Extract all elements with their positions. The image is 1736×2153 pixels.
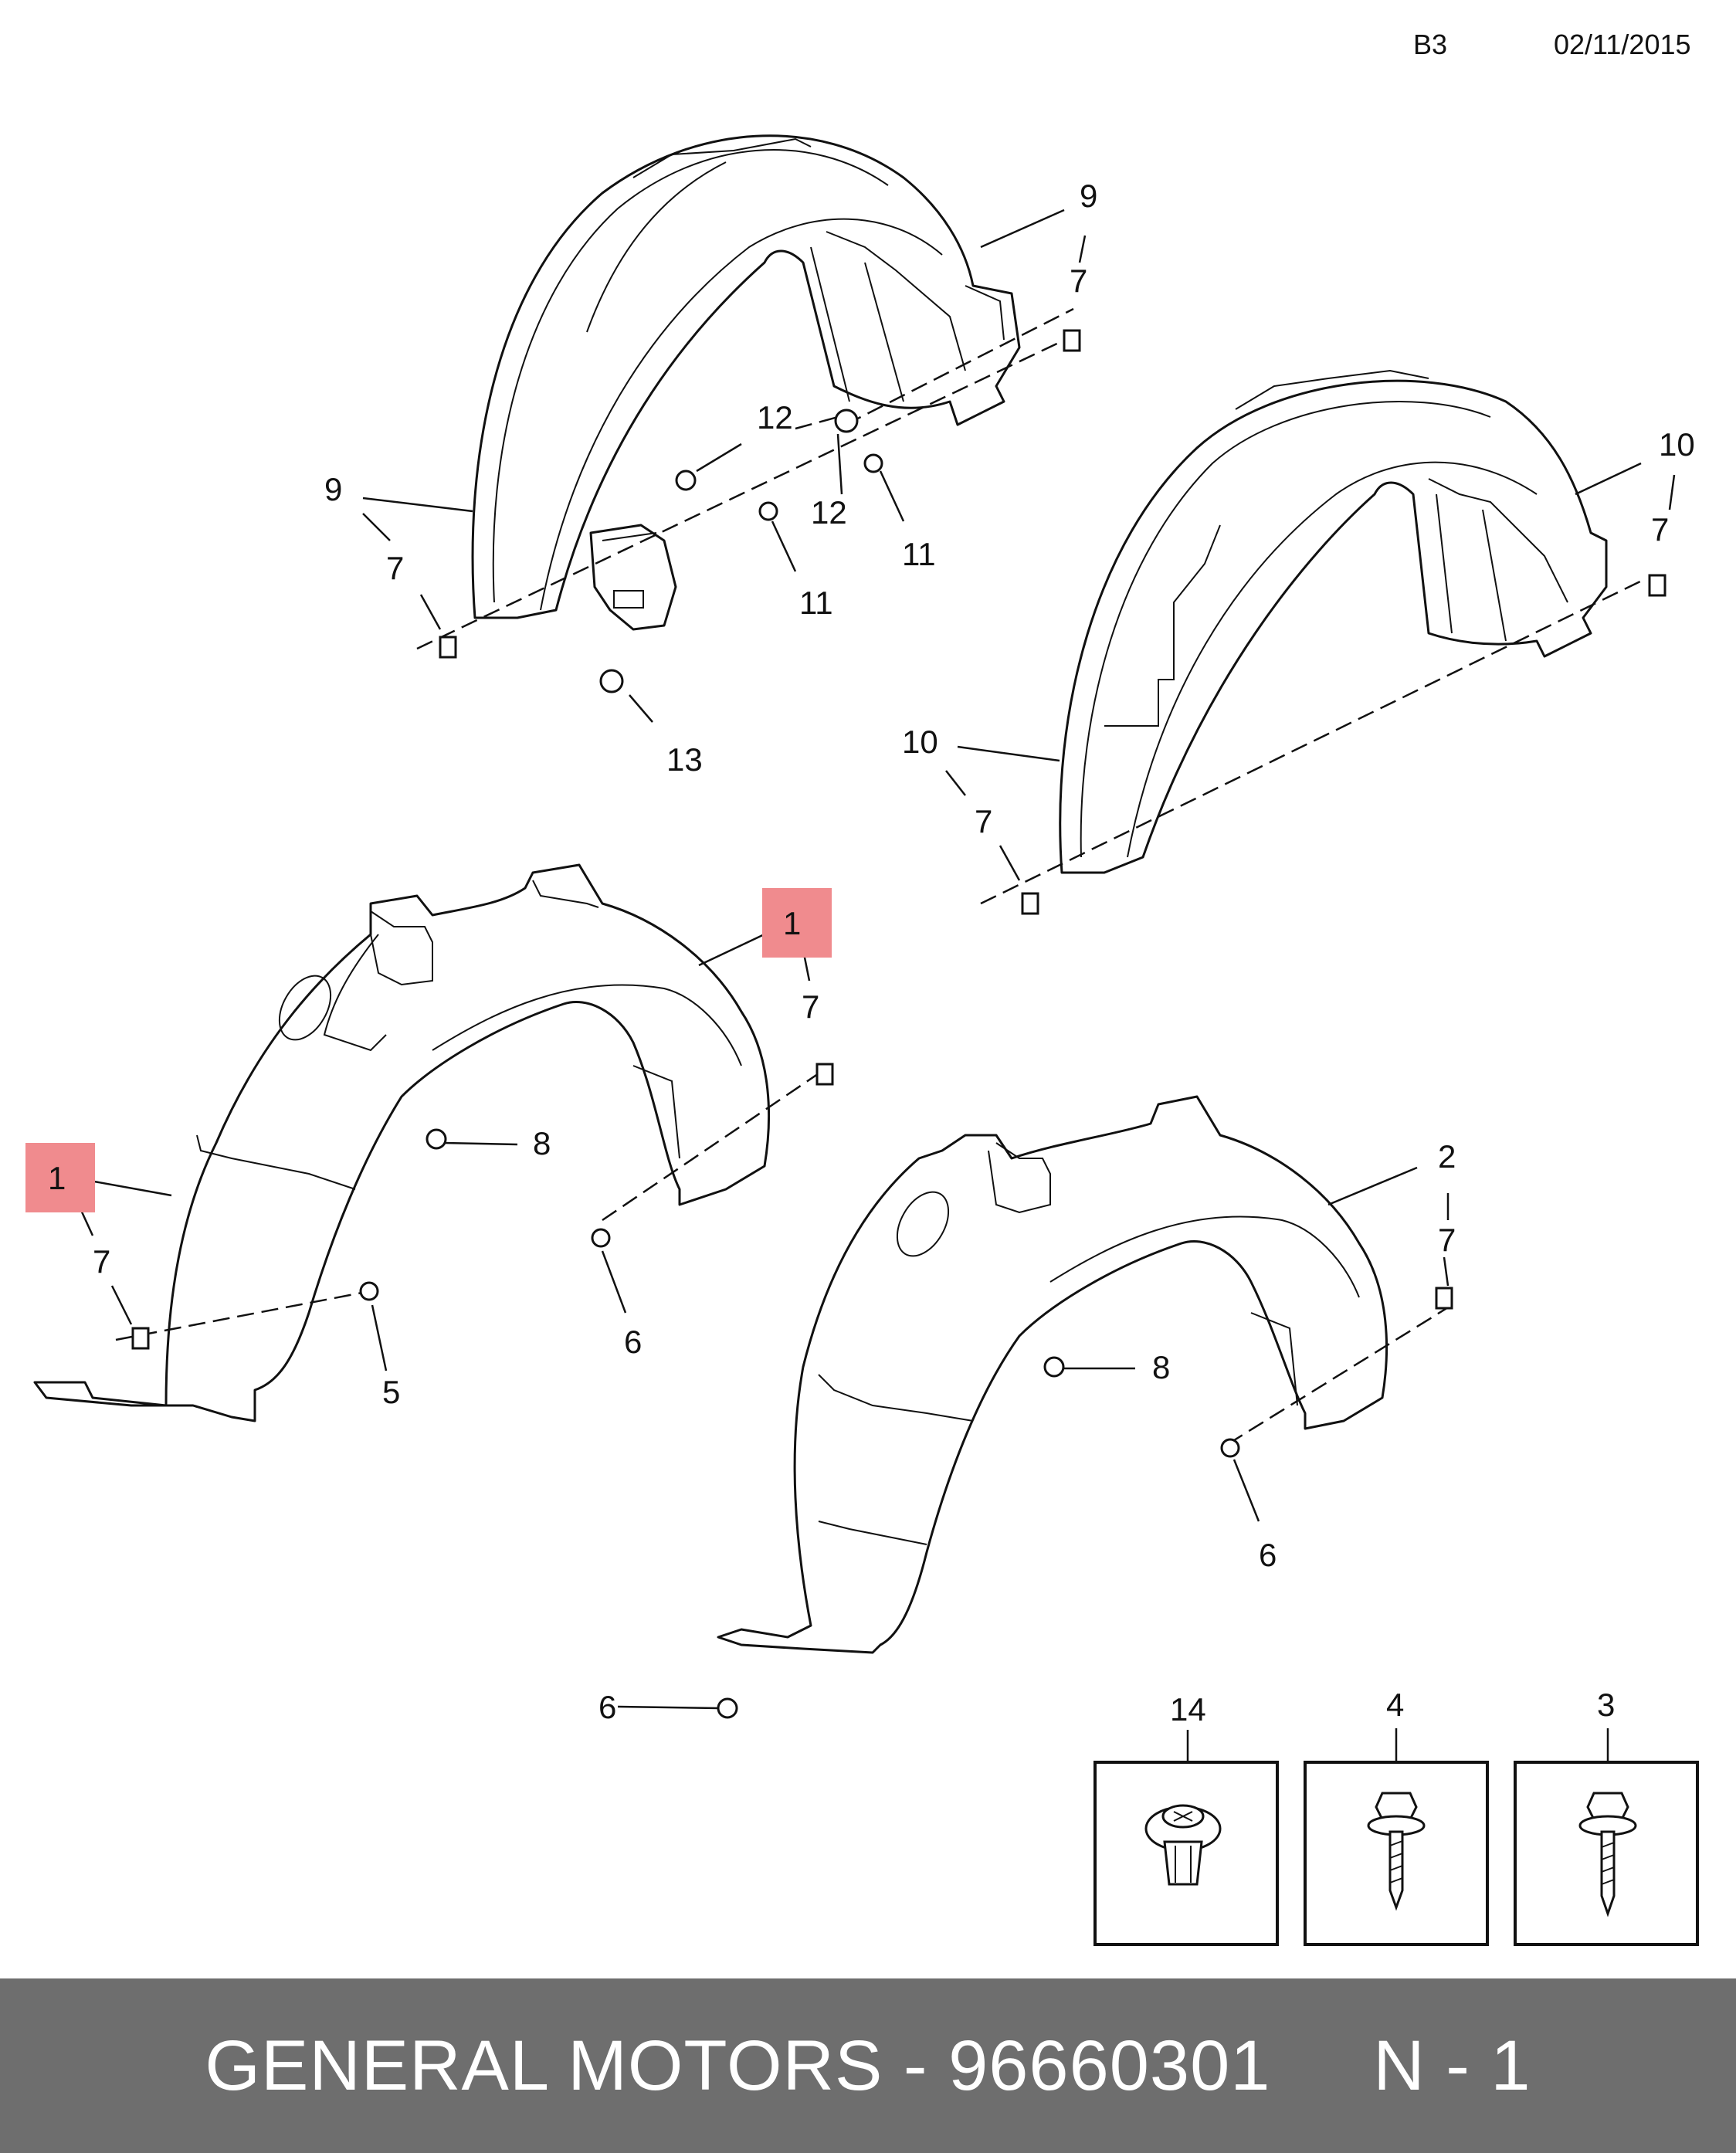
callout-clip: 7 bbox=[975, 803, 992, 839]
footer-bar: GENERAL MOTORS - 96660301 N - 1 bbox=[0, 1978, 1736, 2153]
page-date: 02/11/2015 bbox=[1554, 29, 1691, 60]
callout-clip: 7 bbox=[802, 988, 819, 1025]
front-right-wheel-liner bbox=[717, 1095, 1388, 1654]
hex-bolt-washer-icon bbox=[1578, 1792, 1637, 1917]
fastener-number: 3 bbox=[1597, 1687, 1615, 1723]
rivet-icon bbox=[599, 669, 624, 693]
callout-nut: 12 bbox=[757, 399, 793, 436]
callout-clip: 7 bbox=[93, 1243, 110, 1280]
callout-clip: 7 bbox=[1438, 1222, 1456, 1258]
callout-front-right-liner: 2 bbox=[1438, 1138, 1456, 1175]
callout-rear-left-liner-top: 9 bbox=[1080, 178, 1097, 214]
bolt-icon bbox=[1220, 1438, 1240, 1458]
callout-bolt: 6 bbox=[1259, 1537, 1277, 1573]
callout-screw: 11 bbox=[799, 585, 833, 621]
clip-icon bbox=[1648, 574, 1666, 597]
callout-rivet: 8 bbox=[533, 1125, 551, 1161]
clip-icon bbox=[439, 636, 457, 659]
axis-line bbox=[980, 578, 1646, 905]
axis-line bbox=[845, 307, 1074, 426]
callout-front-left-liner-top: 1 bbox=[783, 905, 801, 941]
rivet-icon bbox=[426, 1128, 447, 1150]
nut-icon bbox=[834, 409, 859, 433]
callout-front-left-liner: 1 bbox=[48, 1160, 66, 1196]
callout-bolt: 6 bbox=[598, 1689, 616, 1725]
bolt-icon bbox=[359, 1281, 379, 1301]
callout-labels: 9 7 9 7 12 12 11 11 13 10 7 10 7 1 7 1 7… bbox=[48, 178, 1695, 1725]
leader-lines bbox=[79, 209, 1676, 1710]
bolt-icon bbox=[717, 1697, 738, 1719]
callout-clip: 7 bbox=[1651, 511, 1669, 548]
clip-icon bbox=[1063, 329, 1081, 352]
callout-clip: 7 bbox=[1070, 263, 1087, 299]
axis-line bbox=[115, 1288, 379, 1341]
nut-icon bbox=[675, 470, 697, 491]
rear-left-wheel-liner bbox=[471, 134, 1021, 619]
rivet-icon bbox=[1043, 1356, 1065, 1378]
callout-rivet: 8 bbox=[1152, 1349, 1170, 1385]
callout-rear-right-liner-top: 10 bbox=[1659, 426, 1695, 463]
callout-rear-left-liner: 9 bbox=[324, 471, 342, 507]
rear-right-wheel-liner bbox=[1059, 369, 1608, 874]
clip-icon bbox=[1021, 892, 1039, 915]
fastener-number: 14 bbox=[1170, 1691, 1206, 1727]
screw-icon bbox=[863, 453, 883, 473]
clip-icon bbox=[1435, 1287, 1453, 1310]
parts-diagram: B3 02/11/2015 bbox=[25, 29, 1699, 1946]
callout-bolt: 5 bbox=[382, 1374, 400, 1410]
fastener-box-4: 4 bbox=[1304, 1687, 1489, 1946]
clip-icon bbox=[815, 1063, 834, 1086]
callout-rear-right-liner: 10 bbox=[902, 724, 938, 760]
front-left-wheel-liner bbox=[33, 863, 771, 1422]
axis-line bbox=[416, 331, 1082, 650]
footer-text: GENERAL MOTORS - 96660301 N - 1 bbox=[205, 2026, 1531, 2105]
push-rivet-icon bbox=[1144, 1804, 1222, 1886]
fastener-number: 4 bbox=[1386, 1687, 1404, 1723]
clip-icon bbox=[131, 1327, 150, 1350]
axis-line bbox=[795, 415, 839, 430]
highlight-box bbox=[25, 1143, 95, 1212]
hex-bolt-icon bbox=[1367, 1792, 1426, 1911]
screw-icon bbox=[758, 501, 778, 521]
callout-clip: 7 bbox=[386, 550, 404, 586]
axis-line bbox=[602, 1064, 831, 1222]
mud-flap bbox=[589, 524, 677, 631]
highlight-box bbox=[762, 888, 832, 958]
callout-screw: 11 bbox=[902, 536, 936, 572]
axis-line bbox=[1227, 1304, 1453, 1446]
page-code: B3 bbox=[1413, 29, 1447, 60]
callout-nut: 12 bbox=[811, 494, 847, 531]
callout-rivet-flap: 13 bbox=[666, 741, 703, 778]
fastener-box-3: 3 bbox=[1514, 1687, 1699, 1946]
bolt-icon bbox=[591, 1228, 611, 1248]
fastener-box-14: 14 bbox=[1093, 1691, 1279, 1946]
callout-bolt: 6 bbox=[624, 1324, 642, 1360]
